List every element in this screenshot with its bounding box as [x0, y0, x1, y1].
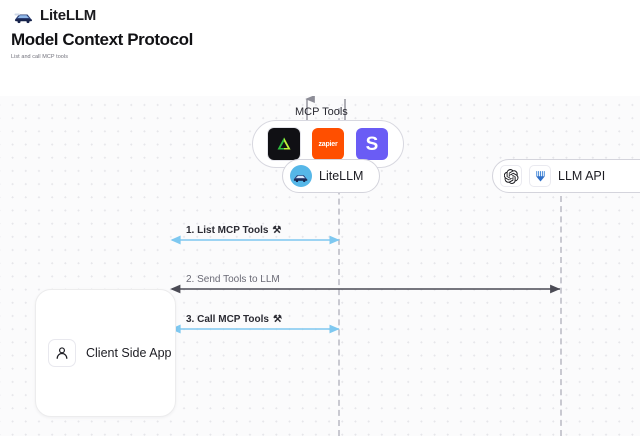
- mcp-tools-box: zapier S: [252, 120, 404, 168]
- langchain-icon: [529, 165, 551, 187]
- zapier-wordmark: zapier: [318, 140, 338, 148]
- zapier-tool-icon[interactable]: zapier: [312, 128, 344, 160]
- litellm-logo-icon: [14, 8, 34, 24]
- flow-label-call-mcp-tools: 3. Call MCP Tools ⚒: [186, 314, 282, 325]
- lifeline-litellm: [338, 108, 340, 436]
- flow-1-text: 1. List MCP Tools: [186, 225, 269, 236]
- tools-glyph-3: ⚒: [272, 313, 282, 325]
- tools-glyph-1: ⚒: [272, 224, 282, 236]
- litellm-node-label: LiteLLM: [319, 169, 364, 183]
- user-icon: [48, 339, 76, 367]
- flow-label-list-mcp-tools: 1. List MCP Tools ⚒: [186, 225, 281, 236]
- brand: LiteLLM: [14, 7, 96, 24]
- slack-s-letter: S: [365, 133, 379, 155]
- flow-3-text: 3. Call MCP Tools: [186, 314, 269, 325]
- brand-name: LiteLLM: [40, 7, 97, 24]
- page-title: Model Context Protocol: [11, 30, 193, 49]
- mcp-tools-label: MCP Tools: [295, 106, 348, 118]
- canvas-top-mask: [0, 68, 640, 96]
- flow-2-text: 2. Send Tools to LLM: [186, 274, 280, 285]
- client-side-app-label: Client Side App: [86, 346, 172, 360]
- llm-api-node[interactable]: LLM API: [492, 159, 640, 193]
- openai-icon: [500, 165, 522, 187]
- litellm-node[interactable]: LiteLLM: [282, 159, 380, 193]
- client-side-app-card[interactable]: Client Side App: [35, 289, 176, 417]
- page-subtitle: List and call MCP tools: [11, 54, 68, 60]
- dark-triangle-tool-icon[interactable]: [268, 128, 300, 160]
- llm-api-node-label: LLM API: [558, 169, 606, 183]
- lifeline-llm-api: [560, 196, 562, 436]
- flow-label-send-tools-to-llm: 2. Send Tools to LLM: [186, 274, 280, 285]
- litellm-avatar-icon: [290, 165, 312, 187]
- diagram-canvas: MCP Tools zapier S: [0, 68, 640, 436]
- slack-s-tool-icon[interactable]: S: [356, 128, 388, 160]
